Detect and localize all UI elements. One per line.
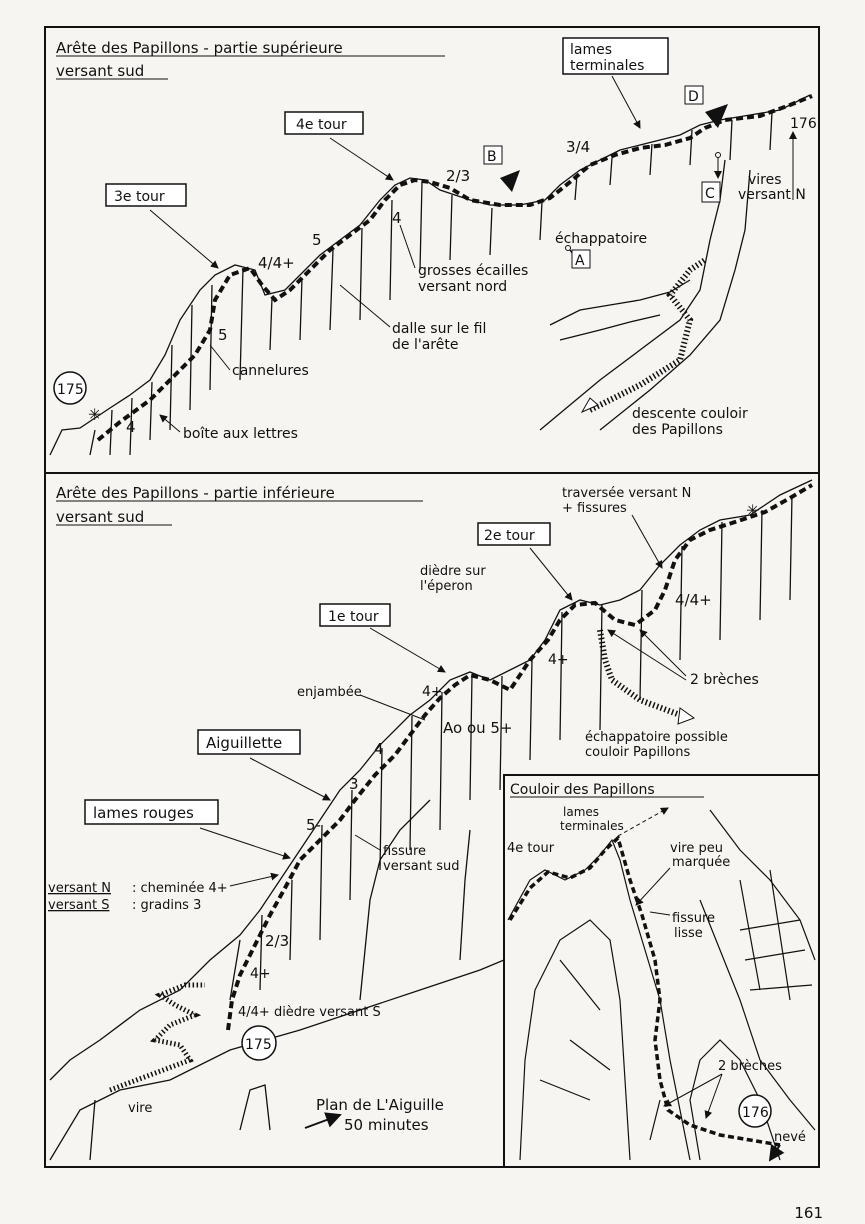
label-tour2: 2e tour <box>484 528 535 544</box>
inset-frame <box>504 775 819 1167</box>
label-d: D <box>688 89 699 105</box>
label-a: A <box>575 253 585 269</box>
label-plan-2: 50 minutes <box>344 1116 429 1134</box>
label-boite-aux-lettres: boîte aux lettres <box>183 426 298 442</box>
upper-title: Arête des Papillons - partie supérieure <box>56 39 343 57</box>
plan-arrow-icon <box>305 1115 340 1128</box>
label-diedre-2: l'éperon <box>420 579 473 594</box>
route-176-upper: 176 <box>790 116 817 132</box>
lower-subtitle: versant sud <box>56 508 144 526</box>
label-echap-1: échappatoire possible <box>585 730 728 745</box>
star-icon: ✳ <box>88 405 101 424</box>
lower-title: Arête des Papillons - partie inférieure <box>56 484 335 502</box>
label-aiguillette: Aiguillette <box>206 734 282 752</box>
grade-4-upper-a: 4 <box>392 209 402 227</box>
label-ao-ou-5plus: Ao ou 5+ <box>443 719 513 737</box>
label-diedre-1: dièdre sur <box>420 564 486 579</box>
star-lower-icon: ✳ <box>746 501 759 520</box>
inset-label-vire-1: vire peu <box>670 841 723 856</box>
grade-4-upper-b: 4 <box>126 418 136 436</box>
label-lames-terminales-1: lames <box>570 42 612 58</box>
route-176-inset: 176 <box>742 1105 769 1121</box>
label-versant-s: versant S <box>48 898 110 913</box>
label-b: B <box>487 149 497 165</box>
label-traversee-1: traversée versant N <box>562 486 691 501</box>
grade-3-lower: 3 <box>349 775 359 793</box>
inset-label-lames-2: terminales <box>560 819 624 833</box>
inset-label-lames-1: lames <box>563 805 599 819</box>
label-echap-2: couloir Papillons <box>585 745 690 760</box>
label-fissure-1: fissure <box>383 844 426 859</box>
grade-4-4plus-lower: 4/4+ <box>675 591 712 609</box>
grade-4-4plus-upper: 4/4+ <box>258 254 295 272</box>
descent-route <box>590 260 705 410</box>
grade-5minus: 5- <box>306 816 321 834</box>
label-traversee-2: + fissures <box>562 501 627 516</box>
route-175-upper: 175 <box>57 382 84 398</box>
label-vires-2: versant N <box>738 187 806 203</box>
route-175-lower: 175 <box>245 1037 272 1053</box>
grade-4plus-lower-b: 4+ <box>422 684 443 700</box>
inset-title: Couloir des Papillons <box>510 782 655 798</box>
label-plan-1: Plan de L'Aiguille <box>316 1096 444 1114</box>
grade-5-upper-b: 5 <box>218 326 228 344</box>
text-versant-n: : cheminée 4+ <box>132 881 228 896</box>
inset-label-tour4: 4e tour <box>507 841 555 856</box>
label-ecailles-2: versant nord <box>418 279 507 295</box>
label-vires-1: vires <box>748 172 782 188</box>
inset-label-vire-2: marquée <box>672 855 730 870</box>
label-descente-1: descente couloir <box>632 406 748 422</box>
label-vire: vire <box>128 1101 152 1116</box>
grade-5-upper-a: 5 <box>312 231 322 249</box>
label-ecailles-1: grosses écailles <box>418 263 528 279</box>
inset-label-neve: nevé <box>774 1130 806 1145</box>
grade-2-3-lower: 2/3 <box>265 932 289 950</box>
marker-b-icon <box>500 170 520 192</box>
text-versant-s: : gradins 3 <box>132 898 201 913</box>
label-diedre-versant-s: 4/4+ dièdre versant S <box>238 1005 381 1020</box>
grade-4plus-lower-a: 4+ <box>548 652 569 668</box>
label-echappatoire-upper: échappatoire <box>555 231 647 247</box>
grade-4-lower: 4 <box>374 740 384 758</box>
grade-2-3-upper: 2/3 <box>446 167 470 185</box>
label-2-breches-lower: 2 brèches <box>690 672 759 688</box>
grade-3-4: 3/4 <box>566 138 590 156</box>
label-cannelures: cannelures <box>232 363 309 379</box>
label-c: C <box>705 186 715 202</box>
upper-subtitle: versant sud <box>56 62 144 80</box>
escape-arrow-icon <box>678 708 694 724</box>
label-dalle-2: de l'arête <box>392 337 458 353</box>
inset-label-breches: 2 brèches <box>718 1059 782 1074</box>
label-descente-2: des Papillons <box>632 422 723 438</box>
label-versant-n: versant N <box>48 881 111 896</box>
label-lames-rouges: lames rouges <box>93 804 194 822</box>
page-number: 161 <box>794 1204 823 1222</box>
label-dalle-1: dalle sur le fil <box>392 321 486 337</box>
label-tour4: 4e tour <box>296 117 347 133</box>
label-tour3: 3e tour <box>114 189 165 205</box>
label-tour1: 1e tour <box>328 609 379 625</box>
marker-d-icon <box>705 104 728 128</box>
grade-4plus-lower-c: 4+ <box>250 966 271 982</box>
inset-label-fissure-2: lisse <box>674 926 703 941</box>
label-fissure-2: versant sud <box>383 859 460 874</box>
label-enjambee: enjambée <box>297 685 362 700</box>
label-lames-terminales-2: terminales <box>570 58 644 74</box>
inset-label-fissure-1: fissure <box>672 911 715 926</box>
